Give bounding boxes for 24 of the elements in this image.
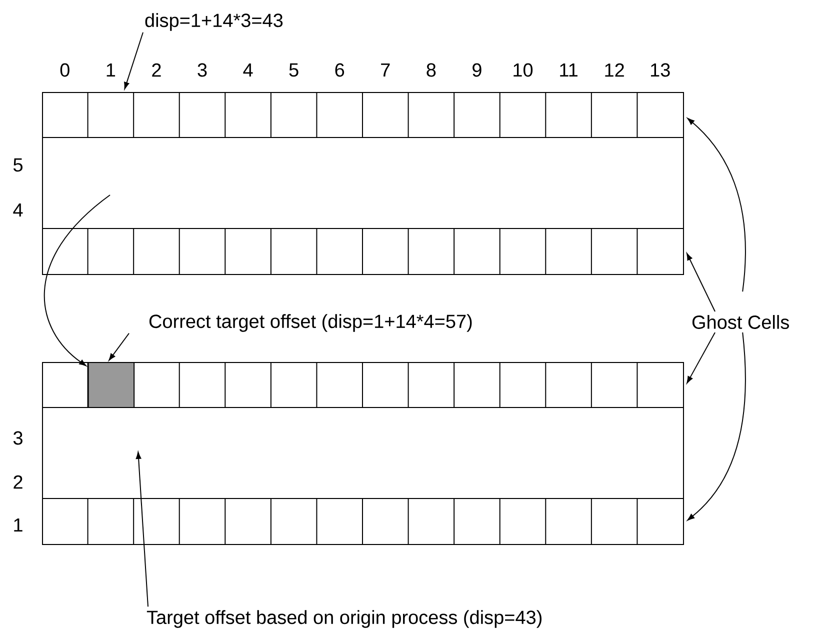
leader-line bbox=[136, 452, 148, 608]
row-number: 5 bbox=[13, 158, 22, 172]
ghost-cell-row bbox=[42, 228, 684, 275]
text-label: Ghost Cells bbox=[692, 315, 789, 329]
leader-line bbox=[124, 32, 144, 90]
leader-line bbox=[687, 118, 746, 292]
leader-line bbox=[687, 332, 746, 521]
text-label: Correct target offset (disp=1+14*4=57) bbox=[149, 314, 472, 332]
text-label: disp=1+14*3=43 bbox=[145, 13, 283, 31]
ghost-cell-row bbox=[42, 362, 684, 408]
curved-arrow bbox=[44, 194, 110, 366]
column-number: 1 bbox=[106, 63, 116, 77]
leader-line bbox=[108, 332, 130, 361]
leader-line bbox=[686, 253, 716, 312]
ghost-cell-row bbox=[42, 498, 684, 545]
shaded-cell bbox=[88, 362, 135, 408]
text-label: Target offset based on origin process (disp=43) bbox=[146, 610, 542, 628]
ghost-cell-row bbox=[42, 92, 684, 138]
leader-line bbox=[686, 332, 716, 384]
column-number: 2 bbox=[152, 63, 161, 77]
row-number: 1 bbox=[14, 518, 22, 532]
row-number: 2 bbox=[14, 475, 22, 489]
row-number: 4 bbox=[13, 203, 23, 217]
row-number: 3 bbox=[13, 431, 22, 445]
